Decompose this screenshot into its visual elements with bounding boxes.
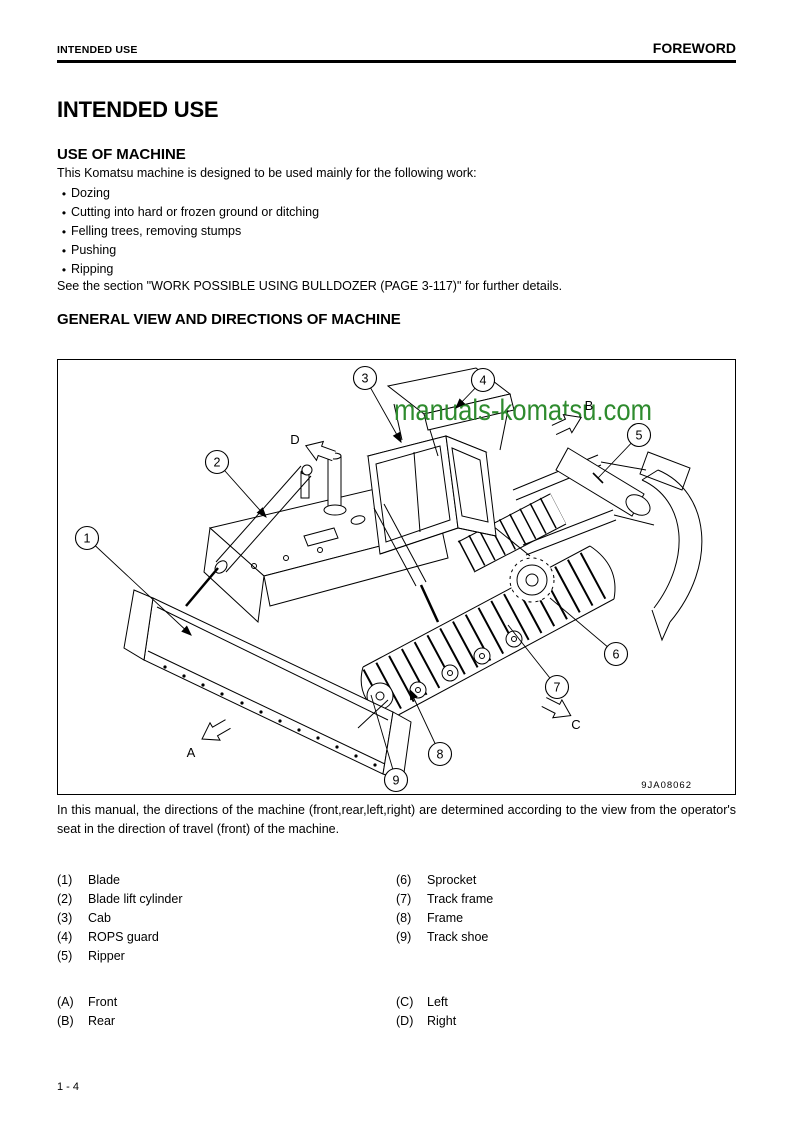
left-letter: C [571, 717, 580, 732]
blade-lift-cylinders [185, 464, 440, 623]
bullet-icon: • [61, 243, 67, 258]
svg-text:7: 7 [554, 680, 561, 694]
list-item: •Cutting into hard or frozen ground or d… [57, 203, 736, 222]
page-title: INTENDED USE [57, 97, 219, 122]
right-letter: D [290, 432, 299, 447]
list-item: •Pushing [57, 241, 736, 260]
list-item: •Ripping [57, 260, 736, 279]
callout-2: 2 [204, 449, 230, 475]
direction-arrows: A B C D [187, 398, 594, 760]
parts-item: (2)Blade lift cylinder [57, 892, 183, 906]
callout-4: 4 [470, 367, 496, 393]
callout-3: 3 [352, 365, 378, 391]
figure-caption: In this manual, the directions of the ma… [57, 803, 736, 836]
front-arrow-icon [201, 719, 231, 741]
parts-item: (9)Track shoe [396, 930, 489, 944]
parts-list: (1)Blade (2)Blade lift cylinder (3)Cab (… [57, 873, 736, 968]
directions-list: (A)Front (B)Rear (C)Left (D)Right [57, 995, 736, 1033]
parts-item: (3)Cab [57, 911, 111, 925]
direction-item: (C)Left [396, 995, 448, 1009]
drawing-code: 9JA08062 [641, 780, 692, 791]
bullet-icon: • [61, 262, 67, 277]
list-item: •Dozing [57, 184, 736, 203]
cab [366, 435, 497, 555]
bulldozer-line-drawing: manuals-komatsu.com 1 2 3 4 5 6 7 8 9 A … [74, 365, 703, 793]
parts-item: (4)ROPS guard [57, 930, 159, 944]
work-list: •Dozing •Cutting into hard or frozen gro… [57, 184, 736, 279]
machine-figure: manuals-komatsu.com 1 2 3 4 5 6 7 8 9 A … [57, 359, 736, 795]
left-arrow-icon [541, 697, 572, 719]
header-rule [57, 60, 736, 63]
callout-6: 6 [603, 641, 629, 667]
exhaust-pipe [300, 452, 347, 516]
callouts: 1 2 3 4 5 6 7 8 9 [74, 365, 652, 793]
parts-item: (5)Ripper [57, 949, 125, 963]
front-letter: A [187, 745, 196, 760]
page-number: 1 - 4 [57, 1081, 80, 1093]
svg-text:2: 2 [214, 455, 221, 469]
svg-text:9: 9 [393, 773, 400, 787]
rear-letter: B [585, 398, 594, 413]
callout-1: 1 [74, 525, 100, 551]
general-view-heading: GENERAL VIEW AND DIRECTIONS OF MACHINE [57, 311, 401, 328]
svg-text:1: 1 [84, 531, 91, 545]
header-section-title: INTENDED USE [57, 44, 138, 56]
callout-9: 9 [383, 767, 409, 793]
rear-arrow-icon [551, 413, 583, 435]
direction-item: (D)Right [396, 1014, 457, 1028]
bullet-icon: • [61, 224, 67, 239]
watermark-text: manuals-komatsu.com [394, 394, 652, 427]
bullet-icon: • [61, 205, 67, 220]
svg-text:3: 3 [362, 371, 369, 385]
use-of-machine-heading: USE OF MACHINE [57, 146, 186, 163]
page-header: INTENDED USE FOREWORD [57, 40, 736, 56]
callout-7: 7 [544, 674, 570, 700]
parts-item: (6)Sprocket [396, 873, 477, 887]
parts-item: (1)Blade [57, 873, 120, 887]
svg-text:5: 5 [636, 428, 643, 442]
svg-text:4: 4 [480, 373, 487, 387]
use-of-machine-intro: This Komatsu machine is designed to be u… [57, 166, 477, 180]
track-assembly [360, 545, 616, 721]
direction-item: (A)Front [57, 995, 118, 1009]
parts-item: (8)Frame [396, 911, 464, 925]
blade [123, 589, 412, 781]
parts-item: (7)Track frame [396, 892, 494, 906]
svg-text:6: 6 [613, 647, 620, 661]
right-arrow-icon [304, 440, 336, 462]
bullet-icon: • [61, 186, 67, 201]
svg-text:8: 8 [437, 747, 444, 761]
cutting-edge-bolts [163, 665, 377, 767]
use-of-machine-outro: See the section "WORK POSSIBLE USING BUL… [57, 279, 563, 293]
direction-item: (B)Rear [57, 1014, 116, 1028]
list-item: •Felling trees, removing stumps [57, 222, 736, 241]
callout-5: 5 [626, 422, 652, 448]
sprocket [509, 557, 555, 603]
header-book-title: FOREWORD [652, 40, 736, 56]
callout-8: 8 [427, 741, 453, 767]
ripper [487, 447, 703, 642]
